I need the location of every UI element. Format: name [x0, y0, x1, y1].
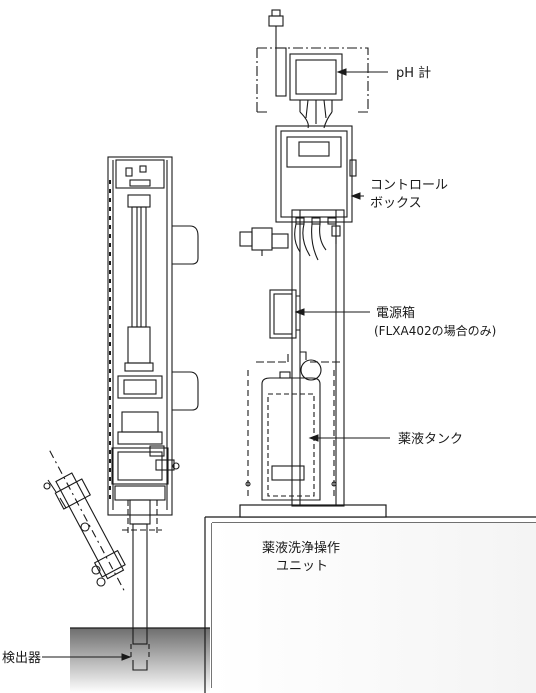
control-box-label-line1: コントロール: [370, 178, 448, 193]
wash-unit-base: [204, 504, 536, 693]
ph-meter-label: pH 計: [396, 65, 431, 81]
leader-lines: [42, 68, 390, 661]
power-box-label-line1: 電源箱: [376, 305, 415, 321]
wash-unit-label-line2: ユニット: [276, 559, 328, 574]
detector-label: 検出器: [2, 651, 41, 666]
ph-meter-unit: [289, 53, 343, 129]
detector-holder-unit: [43, 156, 199, 671]
control-box-unit: [275, 125, 357, 225]
power-box-label-line2: (FLXA402の場合のみ): [374, 323, 496, 338]
chemical-tank-label: 薬液タンク: [398, 432, 463, 447]
chemical-tank-unit: [245, 370, 337, 501]
stand-assembly: [239, 9, 369, 507]
ground: [70, 628, 210, 693]
power-box-unit: [269, 289, 300, 339]
control-box-label-line2: ボックス: [370, 196, 422, 211]
wash-unit-label-line1: 薬液洗浄操作: [262, 540, 340, 556]
